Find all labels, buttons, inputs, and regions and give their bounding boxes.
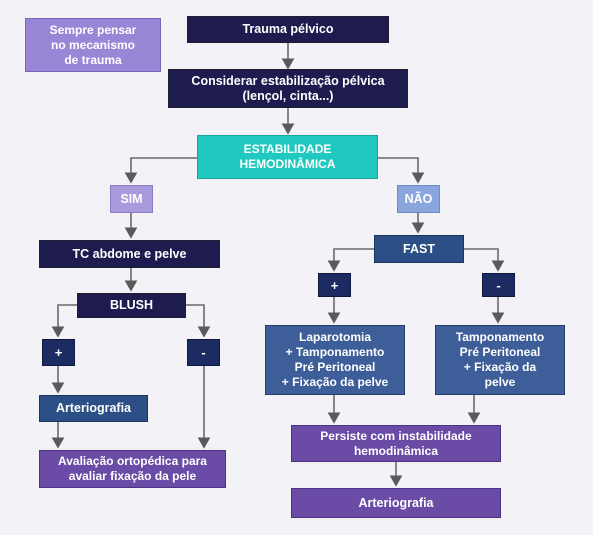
arrow-fast-to-pos <box>327 248 374 272</box>
arrow-fast-to-neg <box>464 248 505 272</box>
node-tc-abdome-pelve: TC abdome e pelve <box>39 240 220 268</box>
node-laparotomia: Laparotomia + Tamponamento Pré Peritonea… <box>265 325 405 395</box>
node-fast-positive: + <box>318 273 351 297</box>
node-tamponamento: Tamponamento Pré Peritoneal + Fixação da… <box>435 325 565 395</box>
note-trauma-mechanism: Sempre pensar no mecanismo de trauma <box>25 18 161 72</box>
node-nao: NÃO <box>397 185 440 213</box>
node-fast: FAST <box>374 235 464 263</box>
node-arteriografia-left: Arteriografia <box>39 395 148 422</box>
arrow-blush-to-pos <box>51 304 77 338</box>
node-estabilizacao-pelvica: Considerar estabilização pélvica (lençol… <box>168 69 408 108</box>
node-trauma-pelvico: Trauma pélvico <box>187 16 389 43</box>
node-blush: BLUSH <box>77 293 186 318</box>
node-arteriografia-right: Arteriografia <box>291 488 501 518</box>
arrow-blush-to-neg <box>186 304 211 338</box>
node-fast-negative: - <box>482 273 515 297</box>
node-estabilidade-hemodinamica: ESTABILIDADE HEMODINÂMICA <box>197 135 378 179</box>
node-sim: SIM <box>110 185 153 213</box>
node-persiste-instabilidade: Persiste com instabilidade hemodinâmica <box>291 425 501 462</box>
arrow-estabilidade-to-sim <box>124 157 197 184</box>
node-avaliacao-ortopedica: Avaliação ortopédica para avaliar fixaçã… <box>39 450 226 488</box>
arrow-estabilidade-to-nao <box>378 157 425 184</box>
node-blush-positive: + <box>42 339 75 366</box>
node-blush-negative: - <box>187 339 220 366</box>
